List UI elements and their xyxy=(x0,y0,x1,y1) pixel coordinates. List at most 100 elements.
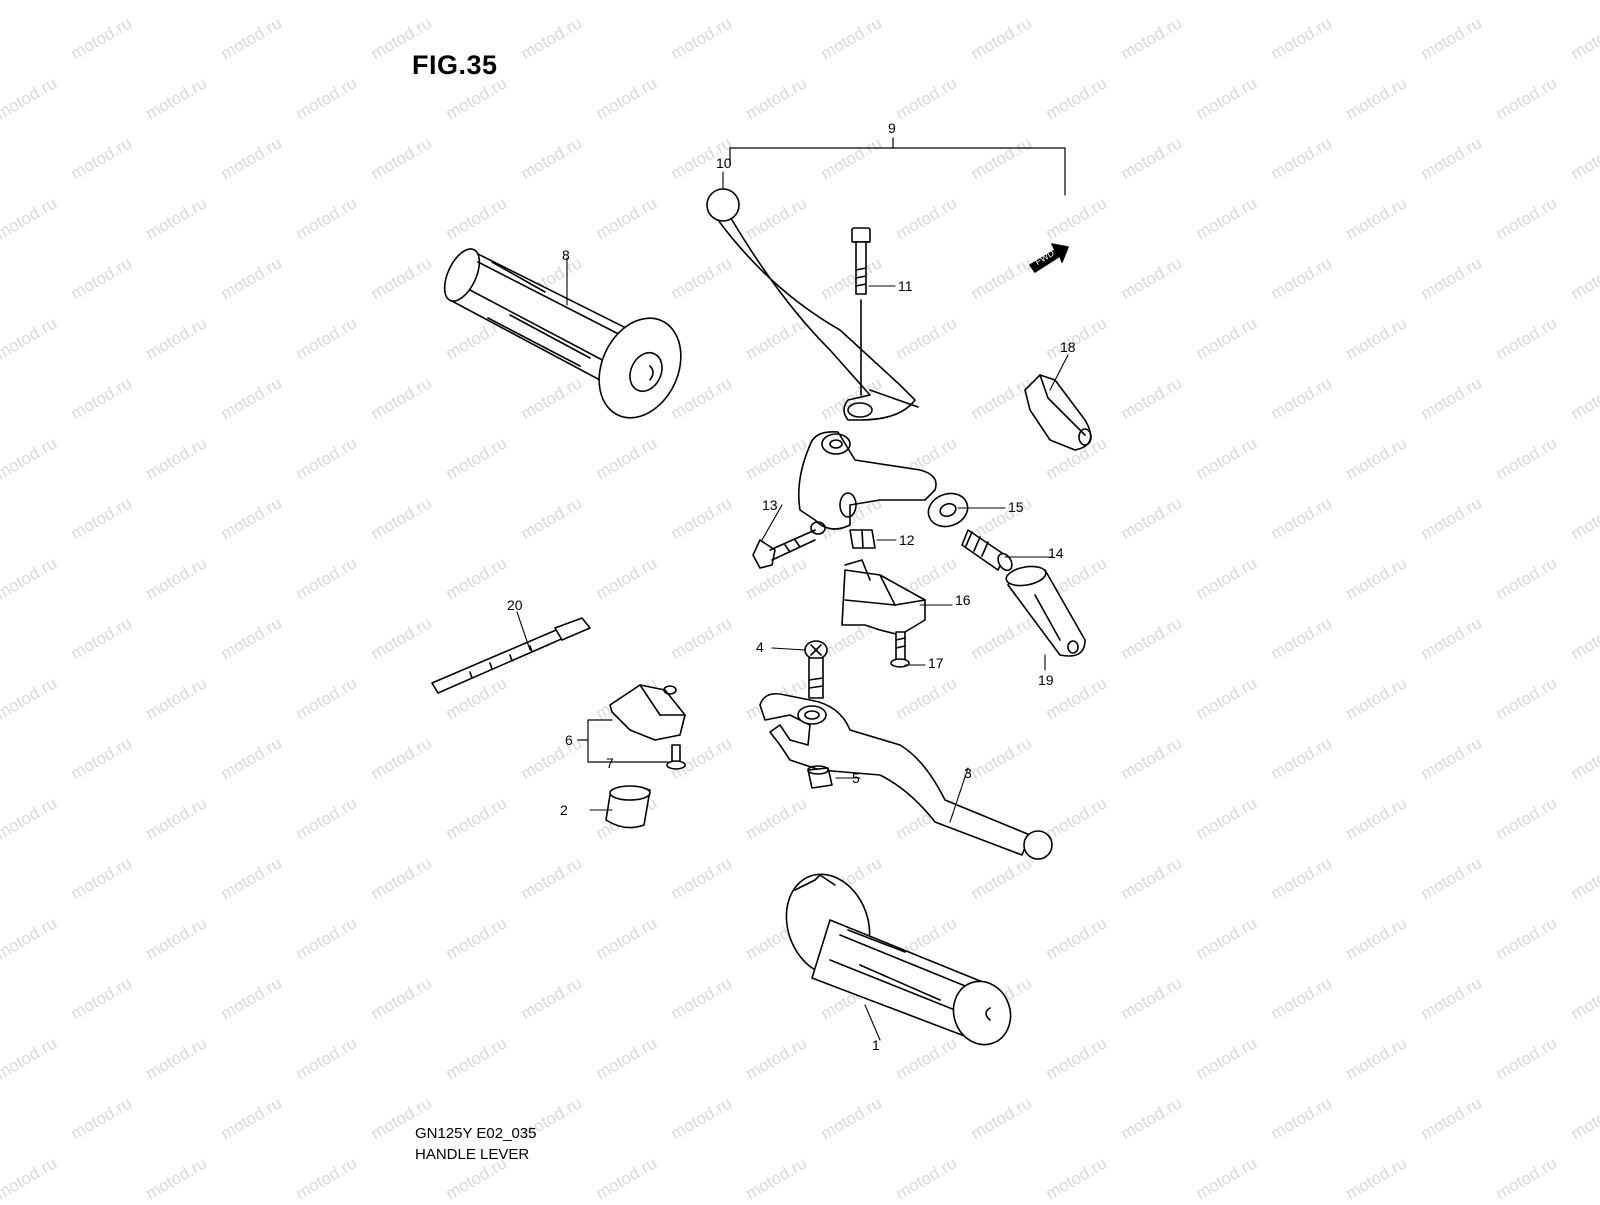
watermark-text: motod.ru xyxy=(1493,1033,1561,1083)
watermark-text: motod.ru xyxy=(68,733,136,783)
callout-14: 14 xyxy=(1048,545,1064,561)
watermark-text: motod.ru xyxy=(143,433,211,483)
watermark-text: motod.ru xyxy=(1493,0,1561,3)
watermark-text: motod.ru xyxy=(818,133,886,183)
watermark-text: motod.ru xyxy=(518,973,586,1023)
watermark-text: motod.ru xyxy=(218,493,286,543)
watermark-text: motod.ru xyxy=(1568,13,1600,63)
watermark-text: motod.ru xyxy=(1043,313,1111,363)
watermark-text: motod.ru xyxy=(593,553,661,603)
watermark-text: motod.ru xyxy=(218,973,286,1023)
watermark-text: motod.ru xyxy=(1268,253,1336,303)
watermark-text: motod.ru xyxy=(593,913,661,963)
watermark-text: motod.ru xyxy=(1493,73,1561,123)
watermark-text: motod.ru xyxy=(593,73,661,123)
watermark-text: motod.ru xyxy=(668,973,736,1023)
watermark-text: motod.ru xyxy=(1418,13,1486,63)
watermark-text: motod.ru xyxy=(1343,553,1411,603)
watermark-text: motod.ru xyxy=(1493,913,1561,963)
watermark-text: motod.ru xyxy=(443,193,511,243)
watermark-text: motod.ru xyxy=(0,1033,60,1083)
watermark-text: motod.ru xyxy=(1043,0,1111,3)
watermark-text: motod.ru xyxy=(1118,1093,1186,1143)
cable-tie xyxy=(432,618,590,693)
watermark-text: motod.ru xyxy=(1418,253,1486,303)
lever-upper xyxy=(707,189,918,420)
watermark-text: motod.ru xyxy=(968,1093,1036,1143)
callout-7: 7 xyxy=(606,755,614,771)
watermark-text: motod.ru xyxy=(1343,433,1411,483)
callout-1: 1 xyxy=(872,1037,880,1053)
watermark-text: motod.ru xyxy=(0,913,60,963)
watermark-text: motod.ru xyxy=(968,253,1036,303)
watermark-text: motod.ru xyxy=(1118,253,1186,303)
watermark-text: motod.ru xyxy=(0,793,60,843)
watermark-text: motod.ru xyxy=(593,193,661,243)
watermark-text: motod.ru xyxy=(368,733,436,783)
watermark-text: motod.ru xyxy=(893,313,961,363)
watermark-text: motod.ru xyxy=(593,1033,661,1083)
watermark-text: motod.ru xyxy=(1193,913,1261,963)
watermark-text: motod.ru xyxy=(293,0,361,3)
watermark-text: motod.ru xyxy=(668,13,736,63)
watermark-text: motod.ru xyxy=(293,553,361,603)
watermark-text: motod.ru xyxy=(443,0,511,3)
watermark-text: motod.ru xyxy=(143,313,211,363)
watermark-text: motod.ru xyxy=(443,553,511,603)
watermark-text: motod.ru xyxy=(1568,973,1600,1023)
watermark-text: motod.ru xyxy=(143,73,211,123)
watermark-text: motod.ru xyxy=(1343,1153,1411,1200)
watermark-text: motod.ru xyxy=(518,13,586,63)
watermark-text: motod.ru xyxy=(293,73,361,123)
watermark-text: motod.ru xyxy=(1568,613,1600,663)
watermark-text: motod.ru xyxy=(1193,1033,1261,1083)
watermark-text: motod.ru xyxy=(0,553,60,603)
nut-12 xyxy=(850,530,875,548)
watermark-text: motod.ru xyxy=(1043,1153,1111,1200)
watermark-text: motod.ru xyxy=(293,673,361,723)
watermark-text: motod.ru xyxy=(1493,433,1561,483)
watermark-text: motod.ru xyxy=(518,133,586,183)
watermark-text: motod.ru xyxy=(368,253,436,303)
watermark-text: motod.ru xyxy=(143,913,211,963)
watermark-text: motod.ru xyxy=(0,1153,60,1200)
watermark-text: motod.ru xyxy=(68,133,136,183)
pivot-bolt xyxy=(805,641,827,698)
callout-18: 18 xyxy=(1060,339,1076,355)
watermark-text: motod.ru xyxy=(743,553,811,603)
watermark-text: motod.ru xyxy=(1343,1033,1411,1083)
watermark-text: motod.ru xyxy=(818,1093,886,1143)
watermark-text: motod.ru xyxy=(668,853,736,903)
watermark-text: motod.ru xyxy=(1043,1033,1111,1083)
callout-19: 19 xyxy=(1038,672,1054,688)
watermark-text: motod.ru xyxy=(1043,793,1111,843)
watermark-text: motod.ru xyxy=(1193,1153,1261,1200)
watermark-text: motod.ru xyxy=(1118,733,1186,783)
nut-5 xyxy=(808,766,832,788)
watermark-text: motod.ru xyxy=(1343,73,1411,123)
watermark-text: motod.ru xyxy=(293,913,361,963)
watermark-text: motod.ru xyxy=(1268,1093,1336,1143)
watermark-text: motod.ru xyxy=(1493,1153,1561,1200)
watermark-text: motod.ru xyxy=(593,0,661,3)
watermark-text: motod.ru xyxy=(1268,493,1336,543)
watermark-text: motod.ru xyxy=(293,793,361,843)
watermark-text: motod.ru xyxy=(218,733,286,783)
watermark-text: motod.ru xyxy=(1118,13,1186,63)
model-code: GN125Y E02_035 xyxy=(415,1125,537,1142)
watermark-text: motod.ru xyxy=(1343,193,1411,243)
watermark-text: motod.ru xyxy=(218,1093,286,1143)
watermark-text: motod.ru xyxy=(1568,1093,1600,1143)
watermark-text: motod.ru xyxy=(443,793,511,843)
watermark-text: motod.ru xyxy=(518,853,586,903)
watermark-text: motod.ru xyxy=(743,793,811,843)
watermark-text: motod.ru xyxy=(1493,313,1561,363)
watermark-text: motod.ru xyxy=(668,493,736,543)
watermark-text: motod.ru xyxy=(893,673,961,723)
watermark-text: motod.ru xyxy=(218,13,286,63)
watermark-text: motod.ru xyxy=(518,373,586,423)
watermark-text: motod.ru xyxy=(518,733,586,783)
watermark-text: motod.ru xyxy=(443,913,511,963)
watermark-text: motod.ru xyxy=(968,373,1036,423)
watermark-text: motod.ru xyxy=(1118,493,1186,543)
